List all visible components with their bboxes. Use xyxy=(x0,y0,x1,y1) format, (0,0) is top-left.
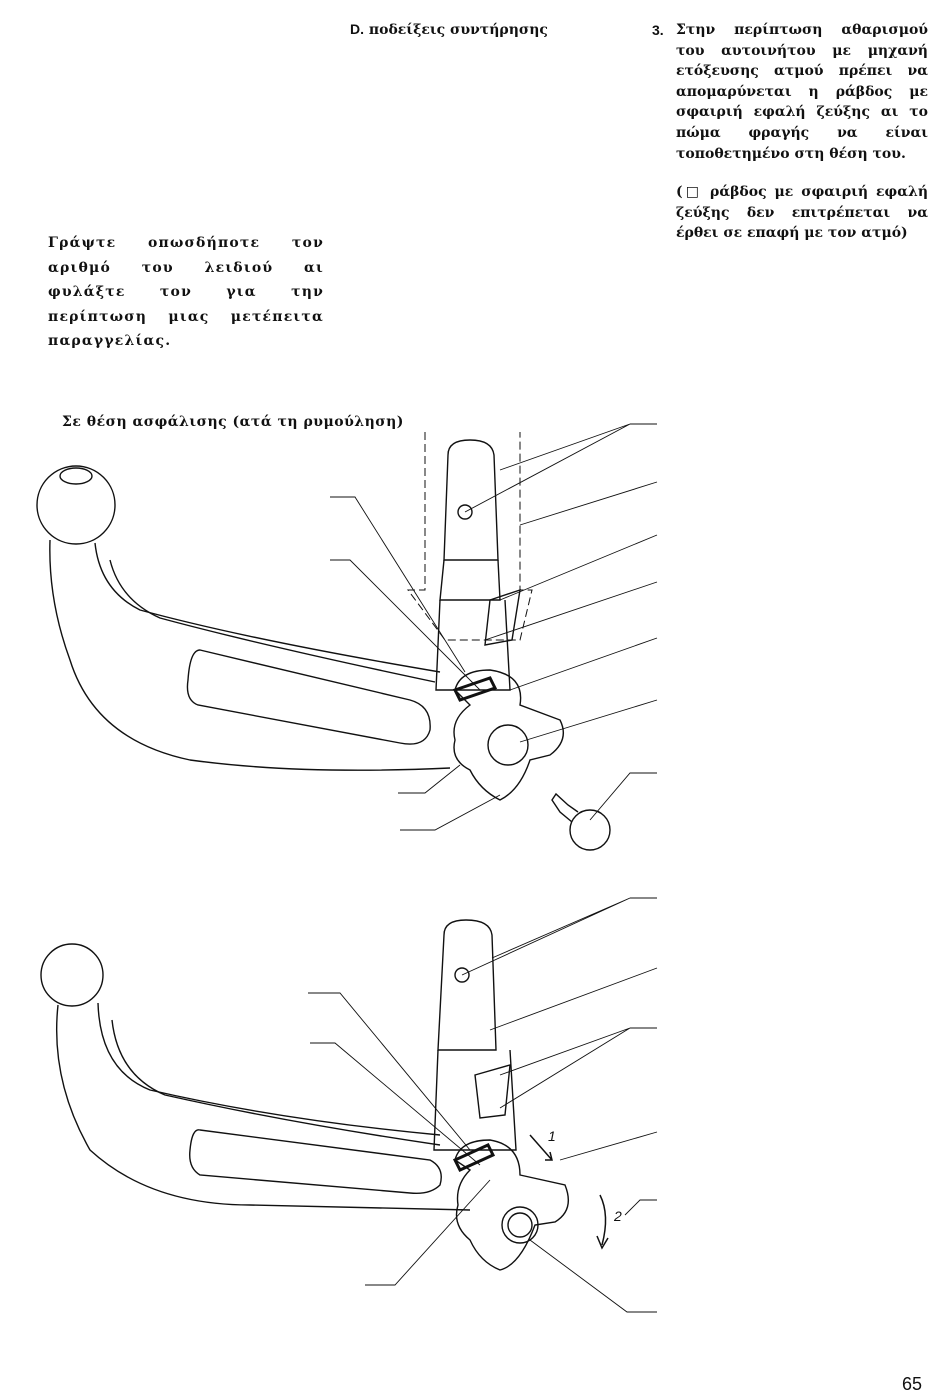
arrow-2-icon xyxy=(596,1194,609,1250)
instruction-note: (□ ράβδος με σφαιριή εφαλή ζεύξης δεν επ… xyxy=(676,184,928,242)
arrow-1-icon xyxy=(529,1134,553,1161)
arrow-2-label: 2 xyxy=(614,1208,622,1224)
key-number-note: Γράψτε οπωσδήποτε τον αριθμό του λειδιού… xyxy=(48,235,324,349)
lock-cap xyxy=(487,724,529,766)
section-letter: D. xyxy=(350,21,364,37)
section-title: ποδείξεις συντήρησης xyxy=(368,22,548,38)
star-knob xyxy=(454,1139,569,1271)
key xyxy=(551,792,611,851)
figure-caption: Σε θέση ασφάλισης (ατά τη ρυμούληση) xyxy=(62,414,404,430)
tow-ball xyxy=(40,943,104,1007)
section-header: D. ποδείξεις συντήρησης xyxy=(350,21,548,38)
star-knob xyxy=(453,669,564,801)
tow-bar-pin xyxy=(443,439,499,561)
instruction-paragraph: Στην περίπτωση αθαρισμού του αυτοινήτου … xyxy=(676,22,928,162)
figure-adjust-position xyxy=(40,897,658,1313)
lock-insert xyxy=(501,1206,539,1244)
page-number: 65 xyxy=(902,1374,923,1394)
arrow-1-label: 1 xyxy=(548,1128,556,1144)
figure-locked-position xyxy=(36,423,658,851)
maintenance-instruction: 3. Στην περίπτωση αθαρισμού του αυτοινήτ… xyxy=(652,20,928,244)
tow-bar-pin xyxy=(437,919,497,1051)
tow-ball xyxy=(36,465,116,545)
instruction-number: 3. xyxy=(652,22,664,38)
